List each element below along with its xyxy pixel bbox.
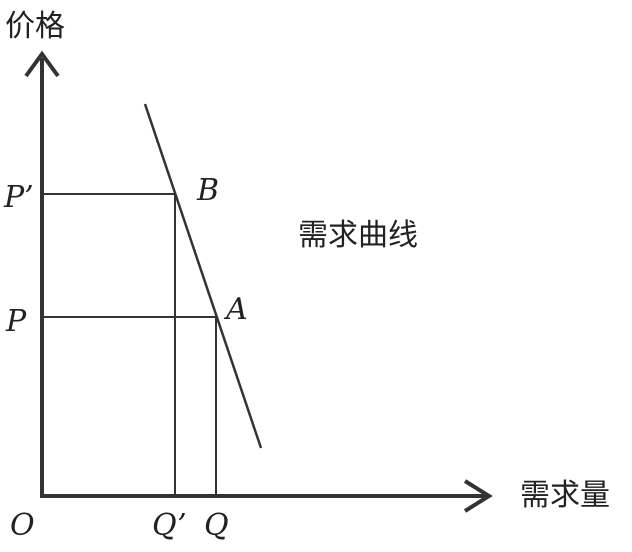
demand-curve-title: 需求曲线 <box>298 218 418 253</box>
x-axis-arrowhead <box>463 479 493 513</box>
quantity-label-high: Q <box>204 508 229 543</box>
y-axis-title: 价格 <box>5 9 65 44</box>
y-axis-arrowhead <box>24 50 60 78</box>
point-b-label: B <box>196 173 219 208</box>
x-axis-title: 需求量 <box>520 478 610 513</box>
price-label-high: P’ <box>3 180 34 215</box>
origin-label: O <box>10 508 35 543</box>
demand-curve <box>143 103 263 449</box>
quantity-label-low: Q’ <box>152 508 187 543</box>
price-label-low: P <box>5 304 27 339</box>
point-a-label: A <box>223 292 248 327</box>
